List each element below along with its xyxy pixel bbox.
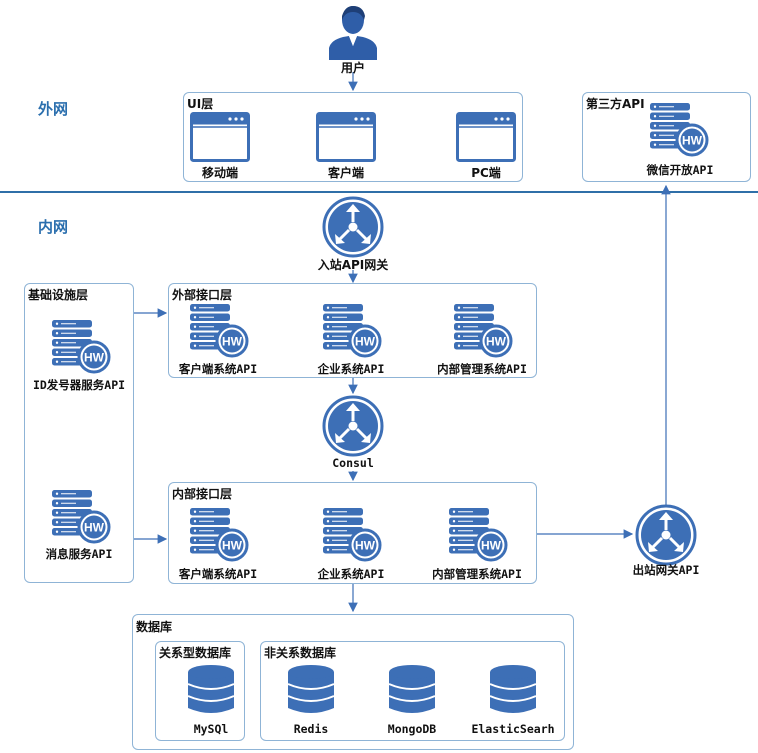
message-service-server-icon: HW <box>52 490 111 544</box>
nosql-db-title: 非关系数据库 <box>264 646 337 660</box>
db-item-elasticsearch: ElasticSearh <box>471 722 555 736</box>
consul-icon <box>322 395 384 457</box>
svg-text:HW: HW <box>355 335 376 349</box>
db-item-mysql: MySQl <box>193 722 229 736</box>
int-internal-mgmt-api-server-icon: HW <box>449 508 508 562</box>
svg-text:HW: HW <box>222 335 243 349</box>
ui-layer-title: UI层 <box>187 97 214 111</box>
outbound-gateway-icon <box>635 504 697 566</box>
svg-text:HW: HW <box>682 134 703 148</box>
third-party-item: 微信开放API <box>646 163 714 177</box>
svg-text:HW: HW <box>84 521 105 535</box>
svg-text:HW: HW <box>222 539 243 553</box>
zone-outer-label: 外网 <box>38 100 69 118</box>
inbound-gateway-label: 入站API网关 <box>317 258 389 272</box>
third-party-title: 第三方API <box>586 97 645 111</box>
mysql-database-icon <box>187 665 235 713</box>
consul-label: Consul <box>332 456 374 470</box>
mobile-window-icon <box>190 112 250 162</box>
svg-text:HW: HW <box>486 335 507 349</box>
ext-enterprise-api-server-icon: HW <box>323 304 382 358</box>
int-item-enterprise: 企业系统API <box>317 567 385 581</box>
svg-text:HW: HW <box>355 539 376 553</box>
svg-text:HW: HW <box>84 351 105 365</box>
ui-item-pc: PC端 <box>471 166 501 180</box>
ext-item-internal-mgmt: 内部管理系统API <box>437 362 527 376</box>
user-label: 用户 <box>340 61 366 75</box>
infra-item-id-generator: ID发号器服务API <box>32 378 126 392</box>
wechat-api-server-icon: HW <box>650 103 709 157</box>
infrastructure-title: 基础设施层 <box>28 288 89 302</box>
infra-item-message: 消息服务API <box>45 547 113 561</box>
pc-window-icon <box>456 112 516 162</box>
zone-inner-label: 内网 <box>38 218 69 236</box>
id-generator-server-icon: HW <box>52 320 111 374</box>
external-api-layer-title: 外部接口层 <box>172 288 233 302</box>
db-item-mongodb: MongoDB <box>387 722 437 736</box>
int-item-client: 客户端系统API <box>178 567 258 581</box>
ui-item-client: 客户端 <box>327 166 365 180</box>
redis-database-icon <box>287 665 335 713</box>
outbound-gateway-label: 出站网关API <box>632 563 700 577</box>
client-window-icon <box>316 112 376 162</box>
ext-item-enterprise: 企业系统API <box>317 362 385 376</box>
internal-api-layer-title: 内部接口层 <box>172 487 233 501</box>
svg-text:HW: HW <box>481 539 502 553</box>
elasticsearch-database-icon <box>489 665 537 713</box>
inbound-gateway-icon <box>322 196 384 258</box>
int-client-api-server-icon: HW <box>190 508 249 562</box>
ui-item-mobile: 移动端 <box>201 166 239 180</box>
user-icon <box>329 6 377 60</box>
ext-item-client: 客户端系统API <box>178 362 258 376</box>
database-title: 数据库 <box>136 620 173 634</box>
db-item-redis: Redis <box>293 722 329 736</box>
relational-db-title: 关系型数据库 <box>159 646 232 660</box>
mongodb-database-icon <box>388 665 436 713</box>
int-item-internal-mgmt: 内部管理系统API <box>432 567 522 581</box>
ext-internal-mgmt-api-server-icon: HW <box>454 304 513 358</box>
int-enterprise-api-server-icon: HW <box>323 508 382 562</box>
ext-client-api-server-icon: HW <box>190 304 249 358</box>
